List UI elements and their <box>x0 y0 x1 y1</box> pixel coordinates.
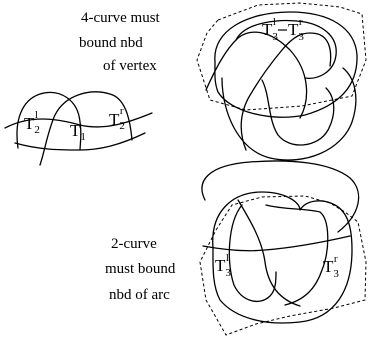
vertex-note-line-1: 4-curve must <box>81 10 161 26</box>
arc-note-line-3: nbd of arc <box>109 287 170 303</box>
vertex-note-line-2: bound nbd <box>79 35 143 51</box>
arc-inner-right <box>265 204 329 306</box>
arc-note-line-1: 2-curve <box>111 236 157 252</box>
vertex-curve-a <box>205 31 308 119</box>
label-t3-l-arc: T3l <box>215 252 231 279</box>
label-t2-r-left: T2r <box>109 105 125 132</box>
arc-inner-spine <box>237 199 301 307</box>
label-t1: T1 <box>70 121 86 143</box>
arc-note-line-2: must bound <box>105 261 176 277</box>
left-arch-1 <box>16 91 82 151</box>
vertex-note-line-3: of vertex <box>103 58 157 74</box>
vertex-curve-b <box>240 32 332 151</box>
label-t3-l-vertex: T3l <box>262 16 278 43</box>
vertex-dashed-boundary <box>196 2 367 111</box>
label-t3-r-vertex: T3r <box>288 16 304 43</box>
arc-top-loop <box>201 160 360 233</box>
arc-inner-left <box>228 204 277 303</box>
left-figure <box>4 91 153 166</box>
left-bottom-curve <box>14 132 146 151</box>
vertex-inner-bottom <box>261 79 335 146</box>
arc-crossing-curve <box>202 235 351 252</box>
vertex-outer-loop <box>214 11 358 118</box>
vertex-inner-loop <box>235 19 337 79</box>
left-arch-2 <box>39 91 133 166</box>
arc-outer-loop <box>212 191 353 324</box>
vertex-lower-loop <box>221 67 357 161</box>
label-t3-r-arc: T3r <box>323 253 339 280</box>
vertex-figure <box>196 2 367 161</box>
label-t2-l-left: T2l <box>24 109 40 136</box>
arc-figure <box>199 160 367 336</box>
